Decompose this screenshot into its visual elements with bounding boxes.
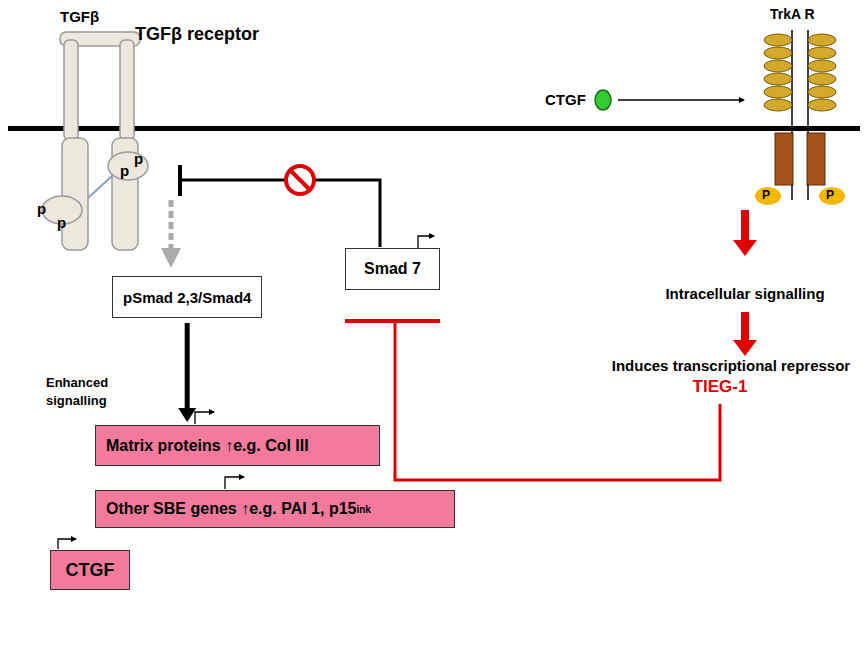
gene-box: Matrix proteins ↑e.g. Col III	[95, 425, 380, 466]
inhibition-line	[182, 180, 380, 247]
phosphate-label: p	[57, 214, 66, 231]
box-text: Other SBE genes ↑e.g. PAI 1, p15	[106, 500, 356, 518]
receptor-label: TGFβ receptor	[135, 24, 259, 45]
box-text: CTGF	[66, 560, 115, 581]
dashed-arrow	[169, 200, 174, 258]
phosphate-label: p	[37, 200, 46, 217]
tgfb-receptor	[42, 32, 148, 250]
gene-box: CTGF	[50, 550, 130, 590]
repression-bar	[345, 319, 440, 323]
process-box: Smad 7	[345, 248, 440, 290]
phosphate-label: p	[120, 162, 129, 179]
transcription-arrow	[58, 539, 76, 549]
signalling-arrow	[733, 210, 757, 356]
process-box: pSmad 2,3/Smad4	[112, 276, 262, 318]
phosphate-label: P	[762, 188, 770, 202]
no-symbol	[286, 166, 314, 194]
receptor-label: TrkA R	[770, 6, 815, 22]
ligand-label: CTGF	[545, 91, 586, 108]
superscript-text: ink	[356, 504, 370, 515]
gene-box: Other SBE genes ↑e.g. PAI 1, p15ink	[95, 490, 455, 528]
process-label: Intracellular signalling	[630, 285, 860, 302]
ctgf-ligand	[595, 90, 611, 110]
phosphate-label: p	[134, 150, 143, 167]
ligand-label: TGFβ	[60, 8, 99, 25]
phosphorylation-arrow	[88, 176, 112, 198]
arrow-label: Enhanced signalling	[46, 374, 136, 409]
process-label: Induces transcriptional repressor	[600, 357, 862, 374]
repressor-label: TIEG-1	[660, 377, 780, 397]
transcription-arrow	[195, 412, 214, 424]
signal-arrow	[178, 323, 196, 422]
box-text: Smad 7	[364, 260, 421, 278]
inhibition-bar	[178, 165, 182, 196]
transcription-arrow	[225, 477, 244, 489]
box-text: Matrix proteins ↑e.g. Col III	[106, 437, 309, 455]
binding-arrow	[618, 99, 744, 100]
repression-line	[395, 322, 720, 480]
trka-receptor	[755, 30, 845, 205]
cell-membrane	[8, 126, 860, 131]
box-text: pSmad 2,3/Smad4	[123, 289, 251, 306]
phosphate-label: P	[826, 188, 834, 202]
transcription-arrow	[418, 236, 434, 248]
